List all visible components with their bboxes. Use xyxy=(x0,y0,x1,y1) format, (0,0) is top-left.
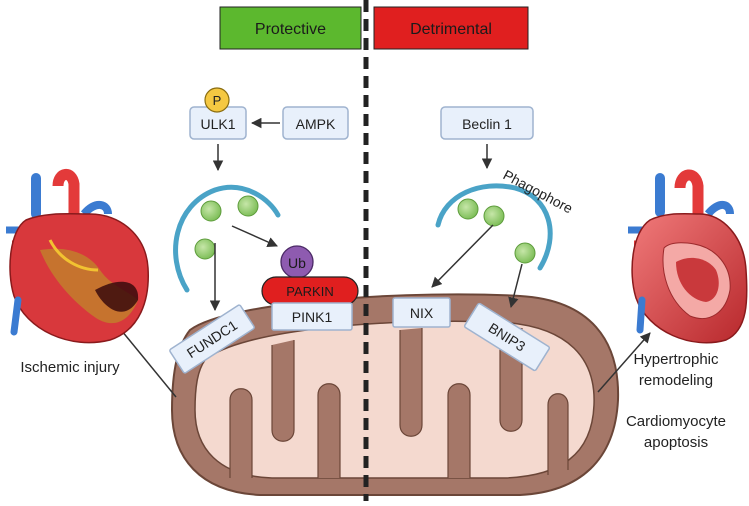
parkin-complex: Ub PARKIN xyxy=(261,245,359,306)
hypertrophic-line1: Hypertrophic xyxy=(633,351,719,368)
pink1-box: PINK1 xyxy=(271,302,353,331)
hypertrophic-line2: remodeling xyxy=(639,372,713,389)
phospho-label: P xyxy=(213,93,222,108)
nix-box: NIX xyxy=(392,297,451,328)
heart-ischemic-icon xyxy=(6,169,149,344)
pink1-label: PINK1 xyxy=(292,309,333,325)
mitochondrion-icon xyxy=(170,293,620,496)
phospho-badge: P xyxy=(204,87,230,113)
arrow-phagophore-nix xyxy=(431,224,494,288)
detrimental-label: Detrimental xyxy=(410,21,492,38)
beclin1-box: Beclin 1 xyxy=(440,106,534,140)
arrow-hypertrophy xyxy=(597,332,651,393)
heart-hypertrophic-icon xyxy=(628,169,748,344)
phagophore-label: Phagophore xyxy=(501,167,576,217)
detrimental-header: Detrimental xyxy=(373,6,529,50)
protective-header: Protective xyxy=(219,6,362,50)
beclin1-label: Beclin 1 xyxy=(462,116,512,132)
ischemic-injury-label: Ischemic injury xyxy=(20,359,120,376)
nix-label: NIX xyxy=(410,305,434,321)
ub-label: Ub xyxy=(288,255,306,271)
apoptosis-line1: Cardiomyocyte xyxy=(626,413,726,430)
inhibit-line-ischemic xyxy=(116,324,177,398)
protective-label: Protective xyxy=(255,21,326,38)
phagophore-icon xyxy=(173,184,281,293)
ampk-box: AMPK xyxy=(282,106,349,140)
phagophore-icon xyxy=(435,183,553,271)
ampk-label: AMPK xyxy=(296,116,336,132)
arrow-phagophore-parkin xyxy=(231,225,278,247)
ulk1-box: ULK1 xyxy=(189,106,247,140)
arrow-phagophore-bnip3 xyxy=(508,263,523,309)
parkin-label: PARKIN xyxy=(286,284,333,299)
apoptosis-line2: apoptosis xyxy=(644,434,708,451)
ulk1-label: ULK1 xyxy=(200,116,235,132)
